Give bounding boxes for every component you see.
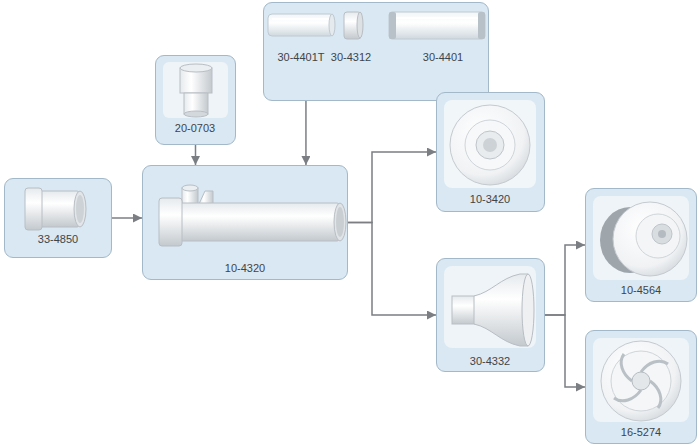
housing-neck	[452, 296, 476, 324]
jet-illustration	[600, 202, 687, 276]
tube-highlight	[396, 17, 478, 19]
body-pipe	[164, 203, 340, 241]
image-panel	[593, 338, 689, 422]
body-bore	[336, 207, 344, 237]
part-number: 10-3420	[470, 193, 510, 206]
tube-cap	[478, 12, 485, 39]
flow-arrow	[348, 152, 436, 223]
part-number: 16-5274	[621, 426, 661, 439]
housing-face	[522, 274, 534, 346]
fitting-bottom	[184, 111, 208, 117]
sleeve-illustration	[344, 12, 363, 39]
body-tab	[199, 191, 213, 204]
fitting-face-illustration	[450, 105, 530, 185]
part-number: 30-4332	[470, 355, 510, 368]
image-panel	[163, 62, 228, 118]
flow-arrow	[545, 315, 585, 387]
flow-arrow	[112, 217, 142, 219]
fitting-illustration	[180, 64, 212, 117]
housing-bell	[474, 274, 528, 346]
image-panel	[444, 100, 536, 188]
coupling-bore	[76, 195, 84, 223]
tube-body	[268, 14, 334, 36]
wheel-spoke	[650, 381, 661, 408]
part-number: 10-4564	[621, 284, 661, 297]
coupling-opening	[74, 191, 86, 227]
jet-face	[613, 202, 687, 276]
face-rim	[450, 105, 530, 185]
image-panel	[593, 196, 689, 280]
fitting-top	[180, 64, 212, 72]
part-number: 10-4320	[225, 262, 265, 275]
flow-arrow	[545, 245, 585, 315]
part-number: 33-4850	[38, 233, 78, 246]
wheel-inner	[611, 351, 671, 411]
jet-nozzle	[652, 224, 672, 244]
clear-tube-illustration	[268, 14, 335, 36]
jet-hole	[658, 230, 666, 238]
face-ring	[465, 120, 515, 170]
wheel-spoke	[614, 390, 641, 401]
body-opening	[334, 203, 346, 241]
long-tube-illustration	[389, 12, 485, 39]
flow-arrow	[195, 145, 197, 165]
part-number: 30-4401T	[277, 51, 324, 64]
tube-body	[389, 12, 485, 39]
sleeve-end	[357, 12, 363, 38]
wheel-spoke	[641, 361, 668, 372]
body-flange	[159, 198, 182, 246]
body-branch-top	[182, 185, 198, 191]
image-panel	[444, 266, 536, 348]
tube-end	[329, 14, 335, 36]
flow-arrow	[348, 223, 436, 316]
housing-illustration	[452, 274, 534, 346]
wheel-jet-illustration	[601, 341, 681, 421]
part-number: 30-4312	[331, 51, 371, 64]
body-illustration	[159, 185, 346, 246]
part-number: 30-4401	[423, 51, 463, 64]
face-hole	[483, 138, 497, 152]
flow-arrow	[305, 101, 307, 165]
tube-cap	[389, 12, 396, 39]
coupling-collar	[25, 188, 42, 230]
wheel-hub	[632, 372, 650, 390]
coupling-illustration	[25, 188, 86, 230]
wheel-spoke	[621, 354, 632, 381]
part-number: 20-0703	[175, 122, 215, 135]
jet-ring	[636, 214, 680, 258]
wheel-rim	[601, 341, 681, 421]
tube-highlight	[272, 18, 330, 20]
face-eyeball	[476, 131, 504, 159]
